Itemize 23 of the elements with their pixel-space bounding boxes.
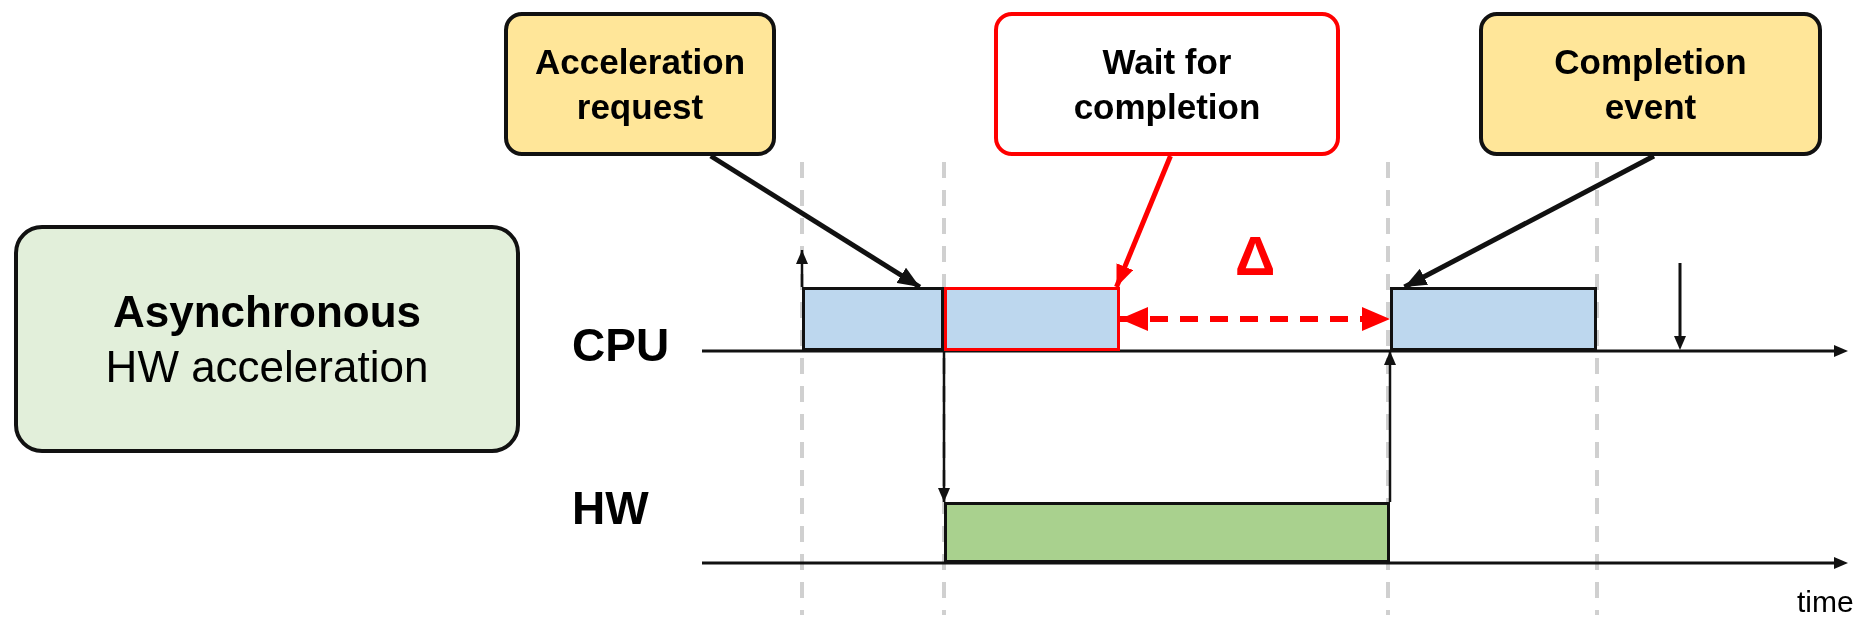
double-arrow (1120, 307, 1390, 331)
title-box (14, 225, 520, 453)
axis-label: time (1797, 587, 1854, 617)
cpu-task-bar (1390, 287, 1597, 351)
callout-text: Completion event (1553, 40, 1748, 128)
title-heading: Asynchronous (112, 286, 421, 338)
callout-text: Acceleration request (533, 40, 747, 128)
callout-box (994, 12, 1340, 156)
callout-box (1479, 12, 1822, 156)
cpu-task-bar (802, 287, 944, 351)
arrow (1114, 155, 1173, 288)
arrow (796, 250, 808, 287)
callout-text: Wait for completion (1072, 40, 1262, 128)
lane-label: CPU (572, 322, 670, 368)
cpu-wait-bar (944, 287, 1120, 351)
callout-box (504, 12, 776, 156)
arrow (1403, 153, 1656, 290)
lane-label: HW (572, 485, 649, 531)
hw-task-bar (944, 502, 1390, 563)
arrow (709, 153, 922, 290)
title-text: HW acceleration (105, 341, 429, 393)
arrow (1384, 351, 1396, 502)
arrow (938, 351, 950, 502)
